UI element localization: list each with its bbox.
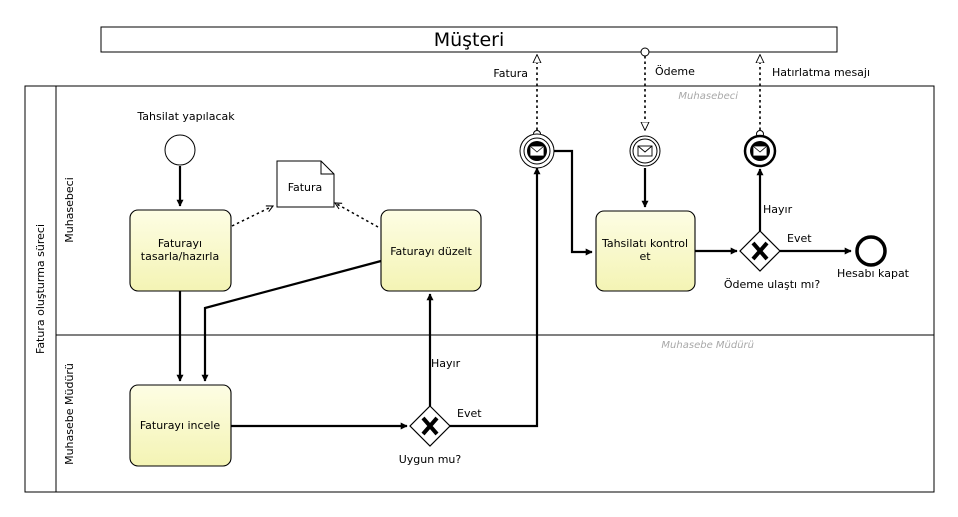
- message-flow-payment[interactable]: [640, 47, 650, 130]
- envelope-icon: [752, 145, 768, 157]
- flow-fix-to-review[interactable]: [201, 259, 382, 382]
- pool-musteri-title: Müşteri: [434, 29, 505, 51]
- lane-mudur-watermark: Muhasebe Müdürü: [661, 340, 754, 351]
- start-event-label: Tahsilat yapılacak: [136, 110, 235, 123]
- pool-musteri[interactable]: Müşteri: [100, 26, 838, 53]
- task-fix-line-1: Faturayı düzelt: [390, 245, 472, 258]
- gateway-payment-yes-label: Evet: [787, 232, 812, 245]
- flow-send-to-check[interactable]: [553, 149, 593, 256]
- task-check-line-1: Tahsilatı kontrol: [601, 237, 688, 250]
- gateway-approve-no-label: Hayır: [431, 357, 461, 370]
- gateway-approve-yes-label: Evet: [457, 407, 482, 420]
- task-prepare-invoice[interactable]: Faturayı tasarla/hazırla: [129, 209, 232, 292]
- association-prepare-to-invoice[interactable]: [231, 205, 273, 227]
- gateway-payment[interactable]: [739, 230, 781, 272]
- task-prepare-line-1: Faturayı: [158, 237, 202, 250]
- x-gateway-icon: [751, 241, 769, 261]
- gateway-approve[interactable]: [409, 405, 451, 447]
- lane-mudur-label: Muhasebe Müdürü: [63, 363, 76, 465]
- lane-muhasebeci-watermark: Muhasebeci: [678, 91, 738, 102]
- lane-muhasebeci[interactable]: Muhasebeci Muhasebeci: [63, 91, 738, 243]
- gateway-payment-question: Ödeme ulaştı mı?: [724, 278, 821, 291]
- envelope-icon: [529, 145, 545, 157]
- task-review-line-1: Faturayı incele: [140, 419, 221, 432]
- task-prepare-line-2: tasarla/hazırla: [141, 250, 219, 263]
- task-review-invoice[interactable]: Faturayı incele: [129, 384, 232, 467]
- x-gateway-icon: [421, 416, 439, 436]
- receive-payment-event[interactable]: [629, 135, 661, 167]
- message-payment-label: Ödeme: [655, 65, 695, 78]
- gateway-approve-question: Uygun mu?: [399, 453, 462, 466]
- send-invoice-event[interactable]: [519, 133, 555, 169]
- message-reminder-label: Hatırlatma mesajı: [772, 66, 870, 79]
- data-object-invoice[interactable]: Fatura: [276, 160, 335, 208]
- envelope-icon: [637, 145, 653, 157]
- task-fix-invoice[interactable]: Faturayı düzelt: [380, 209, 482, 292]
- flow-gateway-yes-to-send[interactable]: [449, 167, 541, 428]
- pool-fatura-title: Fatura oluşturma süreci: [34, 224, 47, 354]
- data-object-invoice-label: Fatura: [288, 181, 323, 194]
- lane-mudur[interactable]: Muhasebe Müdürü Muhasebe Müdürü: [63, 340, 754, 465]
- task-check-line-2: et: [639, 250, 651, 263]
- send-reminder-event[interactable]: [743, 134, 777, 168]
- message-invoice-label: Fatura: [493, 67, 528, 80]
- start-event[interactable]: [164, 134, 196, 166]
- task-check-payment[interactable]: Tahsilatı kontrol et: [595, 210, 696, 292]
- end-event[interactable]: [855, 235, 887, 267]
- gateway-payment-no-label: Hayır: [763, 203, 793, 216]
- end-event-label: Hesabı kapat: [837, 267, 910, 280]
- lane-muhasebeci-label: Muhasebeci: [63, 177, 76, 243]
